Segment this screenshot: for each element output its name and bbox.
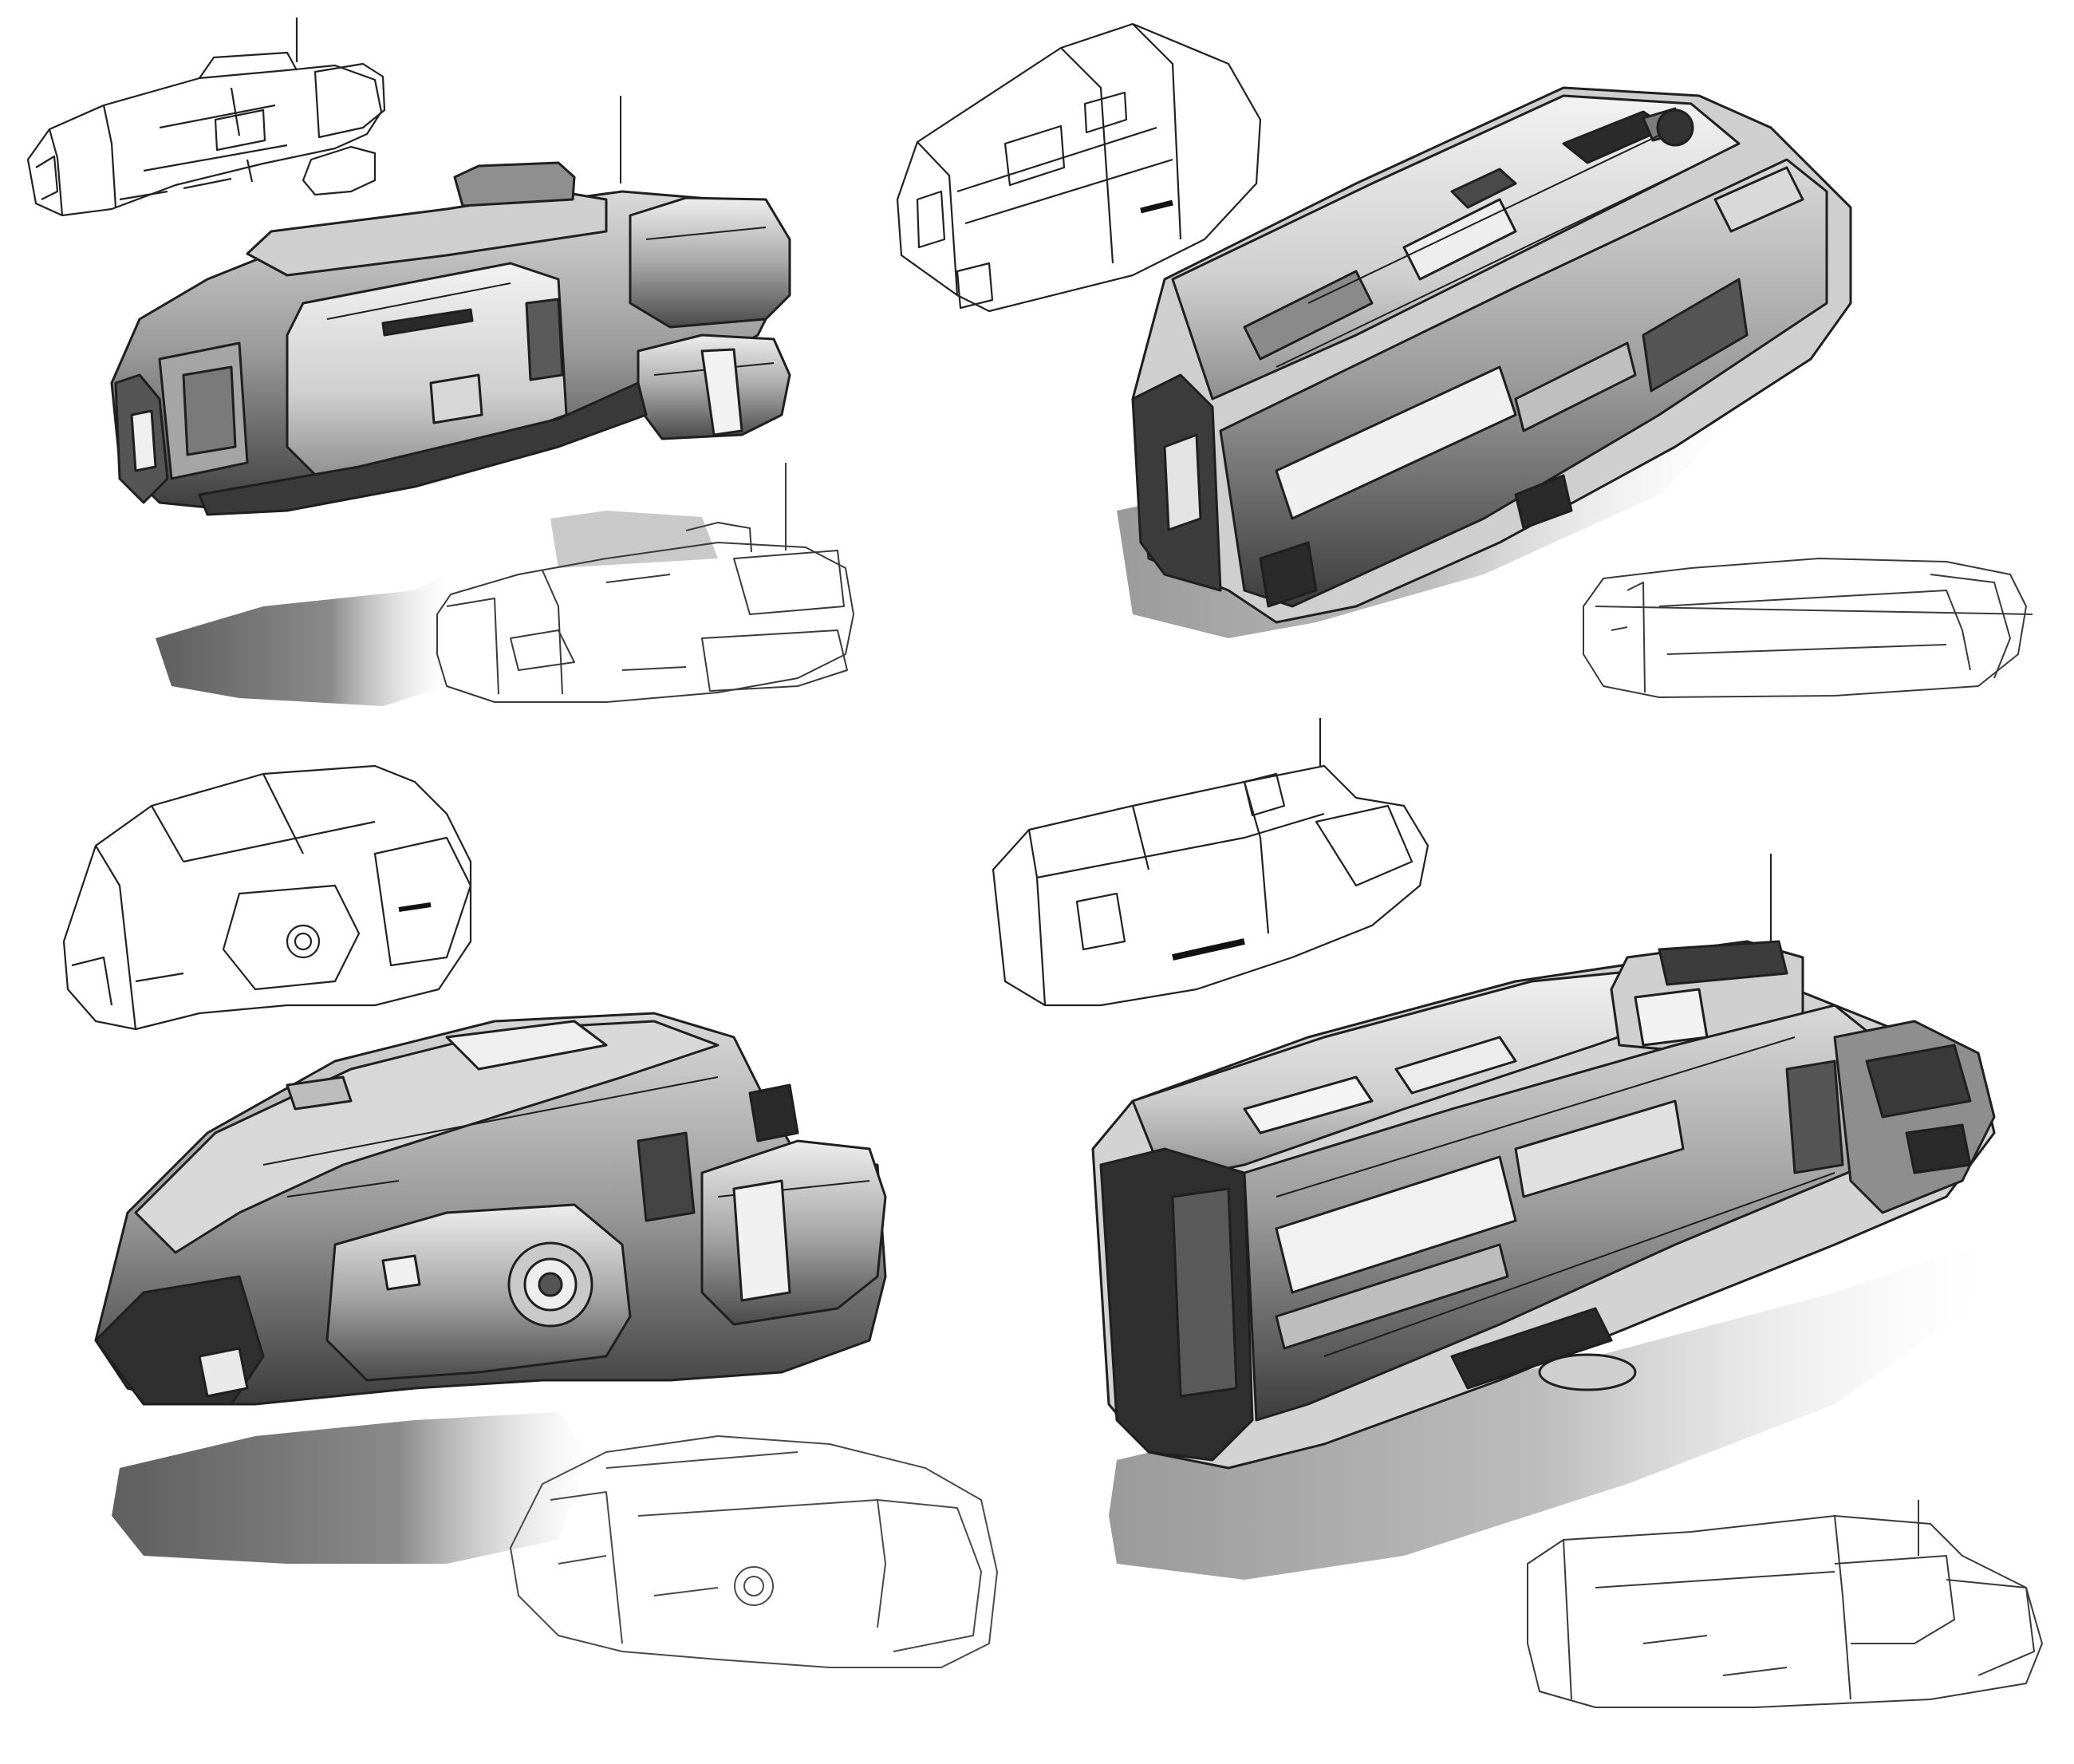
sketch-ship-3-rendered [94,1012,887,1564]
sketch-ship-3-outline-with-shadow [510,1435,998,1668]
sketch-ship-4-small-lineart [992,718,1429,1007]
sketch-ship-2-small-lineart [896,22,1262,313]
sketch-ship-1-outline-with-shadow [156,463,854,706]
sketch-ship-2-rendered [1117,86,1852,638]
sketch-ship-2-outline [1583,558,2033,698]
sketch-ship-3-small-lineart [62,764,472,1031]
sketch-ship-1-rendered [110,96,791,516]
sketch-ship-4-outline [1527,1500,2043,1708]
sketch-ship-4-rendered [1091,854,1996,1580]
sketch-ship-1-small-lineart [26,18,386,217]
